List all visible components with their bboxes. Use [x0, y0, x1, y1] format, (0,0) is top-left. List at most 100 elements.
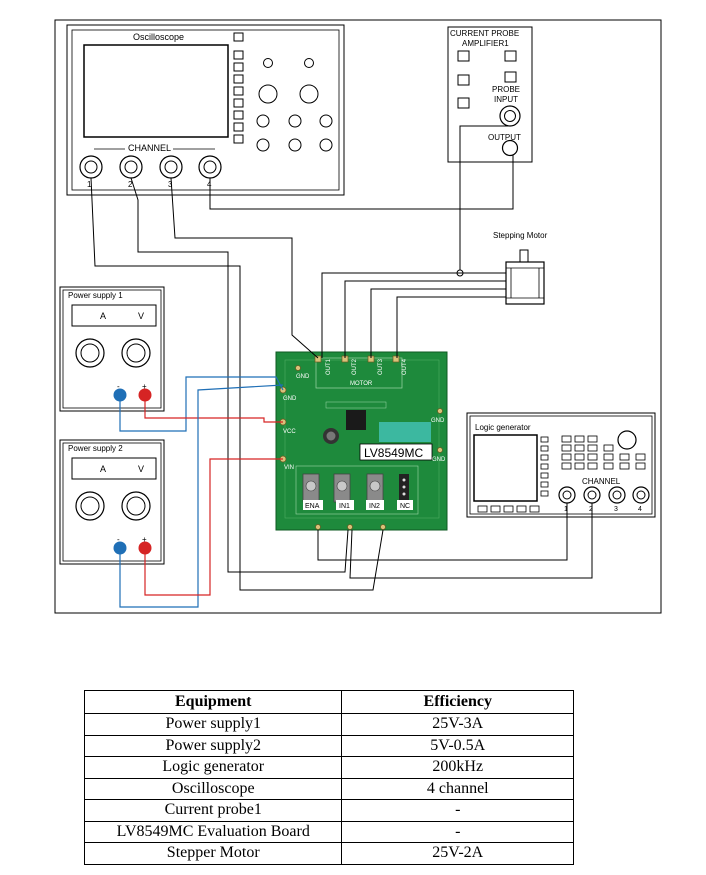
cell-equipment: Logic generator — [83, 756, 343, 779]
cell-efficiency: 25V-3A — [341, 713, 574, 736]
board-output-3: OUT3 — [378, 358, 384, 375]
wire-ps2-negative — [119, 384, 284, 608]
power-supply-1-title: Power supply 1 — [68, 291, 123, 300]
black-wires — [90, 125, 593, 591]
current-probe-title-line1: CURRENT PROBE — [450, 29, 519, 38]
oscilloscope-title: Oscilloscope — [133, 32, 184, 42]
wire-scope-ch3-out2 — [170, 177, 319, 359]
board-output-2: OUT2 — [352, 358, 358, 375]
driver-ic — [346, 410, 366, 430]
cell-efficiency: 5V-0.5A — [341, 734, 574, 757]
oscilloscope-channel-3: 3 — [168, 180, 173, 189]
wire-motor-out3 — [370, 288, 506, 358]
wire-motor-out2 — [344, 280, 506, 358]
board-gnd-right: GND — [432, 457, 446, 463]
oscilloscope-knobs — [256, 58, 333, 152]
logic-generator-channel-4: 4 — [638, 506, 642, 513]
board-name-plate — [359, 443, 433, 461]
logic-generator-knob — [617, 430, 637, 450]
cell-equipment: LV8549MC Evaluation Board — [83, 820, 343, 843]
diagram-frame — [54, 19, 662, 614]
probe-input-label-line2: INPUT — [494, 95, 518, 104]
power-supply-2-a: A — [100, 464, 106, 474]
power-supply-2-minus: - — [117, 535, 120, 544]
power-supply-2-plus: + — [142, 535, 147, 544]
current-probe-amplifier: CURRENT PROBE AMPLIFIER1 PROBE INPUT OUT… — [447, 26, 533, 163]
power-supply-1-negative-terminal — [113, 388, 127, 402]
cell-equipment: Stepper Motor — [83, 842, 343, 865]
test-setup-diagram: Oscilloscope CHANNEL — [54, 19, 662, 614]
oscilloscope-channel-label: CHANNEL — [128, 143, 171, 153]
board-gnd-right-top: GND — [431, 418, 445, 424]
board-motor-label: MOTOR — [350, 381, 373, 387]
header-equipment: Equipment — [83, 690, 343, 714]
power-supply-2-v: V — [138, 464, 144, 474]
power-wires — [119, 376, 284, 608]
board-output-4: OUT4 — [402, 358, 408, 375]
cell-efficiency: 4 channel — [341, 777, 574, 800]
logic-generator-buttons — [477, 435, 646, 513]
oscilloscope-channel-1: 1 — [87, 180, 92, 189]
power-supply-1-minus: - — [117, 382, 120, 391]
wire-ps1-negative — [119, 376, 284, 432]
header-efficiency: Efficiency — [341, 690, 574, 714]
logic-generator-channel-2: 2 — [589, 506, 593, 513]
logic-generator-channel-1: 1 — [564, 506, 568, 513]
power-supply-2: Power supply 2 A V - + — [59, 439, 165, 565]
current-probe-title-line2: AMPLIFIER1 — [462, 39, 509, 48]
logic-generator-channel-label: CHANNEL — [582, 477, 621, 486]
board-output-1: OUT1 — [326, 358, 332, 375]
power-supply-2-negative-terminal — [113, 541, 127, 555]
table-row: Current probe1- — [83, 799, 574, 822]
oscilloscope-channel-connectors — [79, 155, 222, 179]
board-gnd-top-left: GND — [296, 374, 310, 380]
board-input-nc: NC — [400, 503, 410, 510]
board-pin-vin: VIN — [284, 465, 294, 471]
board-input-ena: ENA — [305, 503, 320, 510]
wire-scope-ch1-in1 — [90, 177, 384, 591]
wire-motor-out4 — [396, 296, 506, 358]
probe-input-label-line1: PROBE — [492, 85, 520, 94]
cell-efficiency: 200kHz — [341, 756, 574, 779]
cell-equipment: Oscilloscope — [83, 777, 343, 800]
oscilloscope-side-buttons — [233, 32, 244, 144]
stepping-motor-label: Stepping Motor — [493, 231, 548, 240]
logic-generator-screen — [473, 434, 538, 502]
board-pin-vcc: VCC — [283, 429, 296, 435]
power-supply-2-positive-terminal — [138, 541, 152, 555]
cell-equipment: Power supply1 — [83, 713, 343, 736]
wire-probe-input — [459, 125, 510, 270]
wire-lg-ch1-ena — [317, 503, 568, 561]
cell-efficiency: - — [341, 799, 574, 822]
wire-ps1-positive — [144, 401, 283, 423]
oscilloscope: Oscilloscope CHANNEL — [66, 24, 345, 196]
evaluation-board: OUT1 OUT2 OUT3 OUT4 MOTOR GND GND GND GN… — [275, 351, 448, 531]
logic-generator: Logic generator CHANNEL 1 2 3 4 — [466, 412, 656, 518]
board-name: LV8549MC — [364, 446, 423, 460]
logic-generator-channel-connectors — [558, 486, 650, 504]
board-input-in1: IN1 — [339, 503, 350, 510]
power-supply-1-a: A — [100, 311, 106, 321]
wire-scope-ch4-probe-output — [209, 155, 514, 210]
logic-generator-channel-3: 3 — [614, 506, 618, 513]
board-pin-gnd: GND — [283, 396, 297, 402]
wire-motor-out1 — [321, 272, 506, 358]
power-supply-2-title: Power supply 2 — [68, 444, 123, 453]
table-header-row: Equipment Efficiency — [83, 690, 574, 714]
stepping-motor: Stepping Motor — [493, 231, 548, 305]
cell-efficiency: - — [341, 820, 574, 843]
board-input-in2: IN2 — [369, 503, 380, 510]
wire-ps2-positive — [144, 458, 283, 596]
output-connector — [501, 139, 519, 157]
cell-efficiency: 25V-2A — [341, 842, 574, 865]
logic-generator-title: Logic generator — [475, 423, 531, 432]
output-label: OUTPUT — [488, 133, 521, 142]
oscilloscope-screen — [83, 44, 229, 138]
oscilloscope-channel-2: 2 — [128, 180, 133, 189]
